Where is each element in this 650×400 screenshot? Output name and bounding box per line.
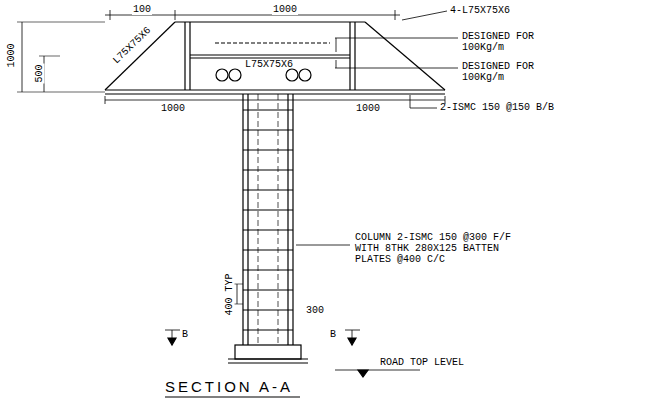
member-label: 2-ISMC 150 @150 B/B [440, 102, 570, 113]
section-mark: B [330, 329, 336, 340]
level-note: ROAD TOP LEVEL [380, 357, 464, 368]
dimension-text: 300 [306, 305, 324, 316]
dimension-text: 1000 [272, 4, 298, 15]
dimension-text: 1000 [160, 103, 186, 114]
member-label: 4-L75X75X6 [450, 5, 510, 16]
section-mark: B [182, 329, 188, 340]
load-note: DESIGNED FOR 100Kg/m [462, 31, 572, 53]
section-title: SECTION A-A [165, 378, 293, 395]
member-label: L75X75X6 [110, 24, 154, 67]
dimension-text: 500 [34, 63, 45, 83]
member-label: L75X75X6 [245, 59, 293, 70]
dimension-text: 100 [132, 4, 152, 15]
dimension-text: 1000 [355, 103, 381, 114]
dimension-text: 400 TYP [224, 272, 235, 316]
load-note: DESIGNED FOR 100Kg/m [462, 61, 572, 83]
column-note: COLUMN 2-ISMC 150 @300 F/F WITH 8THK 280… [355, 232, 515, 265]
dimension-text: 1000 [6, 42, 17, 68]
